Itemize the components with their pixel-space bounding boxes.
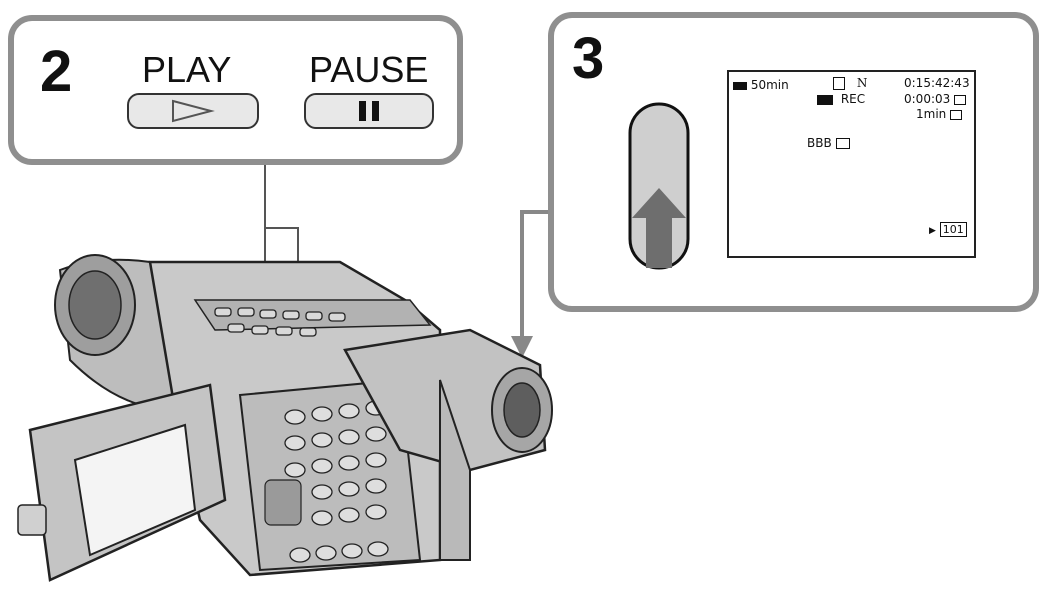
folder-number: 101 <box>939 222 967 237</box>
battery-indicator: 50min <box>733 78 789 92</box>
rec-counter: 0:00:03 <box>904 92 967 106</box>
remaining-time: 1min <box>916 107 963 121</box>
mode-icon: N <box>833 76 867 90</box>
folder-arrow-icon: ▶ <box>929 226 936 236</box>
pause-bars-icon <box>359 101 379 121</box>
folder-indicator: ▶ 101 <box>929 222 967 237</box>
title-indicator: BBB <box>807 136 850 150</box>
play-pause-panel: 2 PLAY PAUSE <box>8 15 463 165</box>
callout-line-screen <box>520 210 548 340</box>
press-arrow-icon <box>628 102 690 270</box>
step-number: 3 <box>572 26 605 91</box>
step-number: 2 <box>40 39 73 104</box>
play-button[interactable] <box>127 93 259 129</box>
pause-button[interactable] <box>304 93 434 129</box>
mode-label: N <box>856 76 868 90</box>
memory-card-icon <box>954 94 967 105</box>
memory-card-icon <box>835 138 850 149</box>
lcd-osd-screen: 50min N 0:15:42:43 REC 0:00:03 1min BBB … <box>727 70 976 258</box>
callout-arrowhead <box>511 336 533 358</box>
timecode: 0:15:42:43 <box>904 76 970 90</box>
memory-card-icon <box>950 109 963 120</box>
battery-icon <box>733 81 747 90</box>
camera-lcd-panel <box>17 383 227 582</box>
tape-icon <box>817 94 833 105</box>
play-triangle-icon <box>172 99 215 123</box>
pause-label: PAUSE <box>309 49 429 90</box>
rec-indicator: REC <box>817 92 865 106</box>
play-label: PLAY <box>142 49 232 90</box>
camera-viewfinder <box>343 328 553 561</box>
